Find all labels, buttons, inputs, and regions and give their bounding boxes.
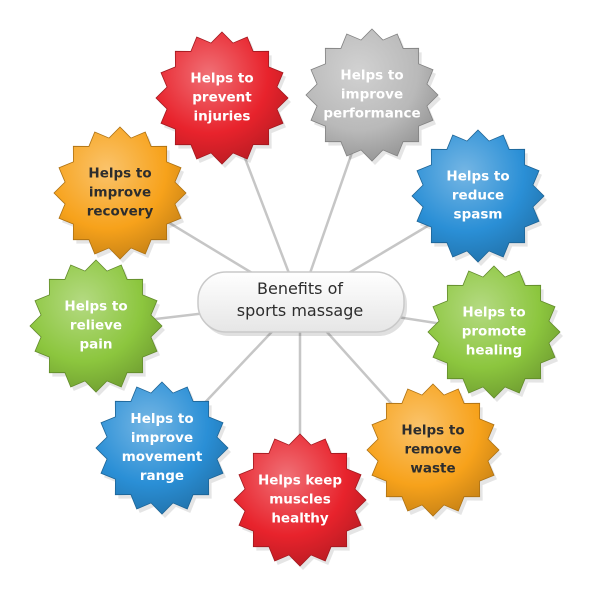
badge-improve-movement-range xyxy=(95,381,229,515)
badge-improve-performance xyxy=(305,28,439,162)
badge-reduce-spasm xyxy=(411,129,545,263)
badge-improve-recovery xyxy=(53,126,187,260)
badge-relieve-pain xyxy=(29,259,163,393)
center-hub-box xyxy=(197,271,405,333)
center-hub xyxy=(197,271,407,336)
badge-keep-muscles-healthy xyxy=(233,433,367,567)
benefit-badges xyxy=(29,28,563,570)
center-title: Benefits of sports massage xyxy=(236,279,364,320)
badge-promote-healing xyxy=(427,265,561,399)
badge-prevent-injuries xyxy=(155,31,289,165)
badge-remove-waste xyxy=(366,383,500,517)
